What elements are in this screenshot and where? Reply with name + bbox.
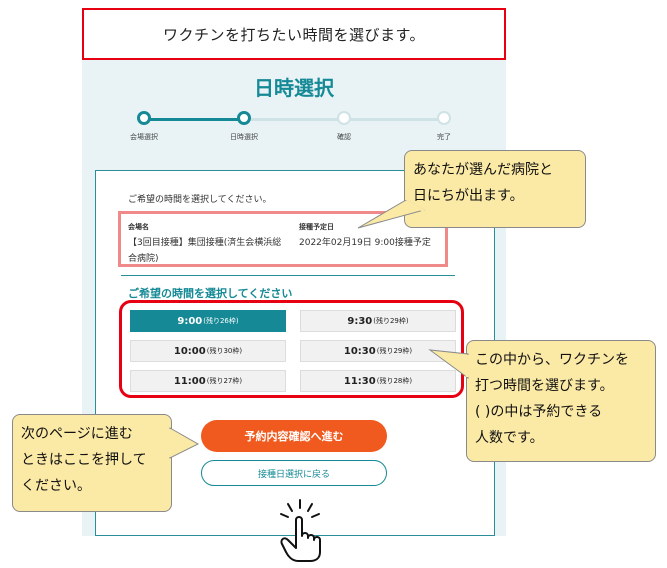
callout-next-page: 次のページに進む ときはここを押して ください。	[12, 414, 172, 512]
callout-time-slots: この中から、ワクチンを 打つ時間を選びます。 ( )の中は予約できる 人数です。	[466, 340, 656, 462]
proceed-to-confirmation-button[interactable]: 予約内容確認へ進む	[201, 420, 387, 452]
time-slot-0900[interactable]: 9:00(残り26枠)	[130, 310, 286, 332]
instruction-text: ご希望の時間を選択してください。	[128, 195, 272, 205]
time-slot-1100[interactable]: 11:00(残り27枠)	[130, 370, 286, 392]
time-heading: ご希望の時間を選択してください	[128, 287, 293, 300]
step-dot-date	[237, 111, 251, 125]
callout-times-line1: この中から、ワクチンを	[475, 352, 629, 368]
slot-remaining: (残り29枠)	[373, 317, 409, 325]
callout-hospital-date: あなたが選んだ病院と 日にちが出ます。	[404, 150, 586, 228]
callout-times-tail	[428, 349, 469, 379]
callout-hospital-line1: あなたが選んだ病院と	[413, 162, 553, 178]
slot-remaining: (残り28枠)	[376, 377, 413, 385]
step-label-complete: 完了	[437, 133, 451, 141]
instruction-banner: ワクチンを打ちたい時間を選びます。	[82, 8, 506, 60]
slot-remaining: (残り27枠)	[206, 377, 243, 385]
slot-remaining: (残り30枠)	[206, 347, 243, 355]
step-dot-confirm	[337, 111, 351, 125]
venue-name-line2: 合病院)	[128, 254, 159, 264]
step-label-confirm: 確認	[337, 133, 351, 141]
back-to-date-selection-button[interactable]: 接種日選択に戻る	[201, 460, 387, 486]
callout-next-line1: 次のページに進む	[21, 426, 133, 442]
hand-pointer-icon	[280, 499, 321, 562]
callout-next-line2: ときはここを押して	[21, 452, 147, 468]
date-header: 接種予定日	[299, 223, 334, 231]
slot-time: 11:00	[173, 375, 206, 387]
stepper-line-done	[144, 118, 244, 121]
slot-remaining: (残り26枠)	[203, 317, 239, 325]
time-slots-highlight	[119, 300, 464, 398]
slot-remaining: (残り29枠)	[376, 347, 413, 355]
step-label-date: 日時選択	[230, 133, 258, 141]
date-selection-page: 日時選択 会場選択 日時選択 確認 完了 ご希望の時間を選択してください。 会場…	[82, 60, 506, 536]
callout-hospital-tail	[357, 200, 426, 229]
page-title: 日時選択	[254, 76, 334, 100]
venue-name: 【3回目接種】集団接種(済生会横浜総 合病院)	[128, 235, 281, 264]
slot-time: 9:00	[177, 315, 203, 327]
time-slot-1000[interactable]: 10:00(残り30枠)	[130, 340, 286, 362]
step-label-venue: 会場選択	[130, 133, 158, 141]
callout-hospital-line2: 日にちが出ます。	[413, 188, 524, 204]
date-value: 2022年02月19日 9:00接種予定	[299, 238, 431, 248]
callout-next-line3: ください。	[21, 478, 91, 494]
slot-time: 10:00	[173, 345, 206, 357]
slot-time: 11:30	[343, 375, 376, 387]
step-dot-venue	[137, 111, 151, 125]
time-slot-1130[interactable]: 11:30(残り28枠)	[300, 370, 456, 392]
callout-times-line4: 人数です。	[475, 430, 544, 446]
venue-header: 会場名	[128, 223, 149, 231]
venue-name-line1: 【3回目接種】集団接種(済生会横浜総	[128, 238, 282, 248]
callout-next-tail	[168, 427, 200, 459]
divider	[121, 275, 455, 276]
callout-times-line3: ( )の中は予約できる	[475, 404, 603, 420]
time-slot-1030[interactable]: 10:30(残り29枠)	[300, 340, 456, 362]
callout-times-line2: 打つ時間を選びます。	[475, 378, 614, 394]
slot-time: 9:30	[347, 315, 373, 327]
slot-time: 10:30	[343, 345, 376, 357]
step-dot-complete	[437, 111, 451, 125]
instruction-banner-text: ワクチンを打ちたい時間を選びます。	[162, 25, 425, 44]
venue-date-highlight	[118, 211, 448, 267]
time-slot-0930[interactable]: 9:30(残り29枠)	[300, 310, 456, 332]
